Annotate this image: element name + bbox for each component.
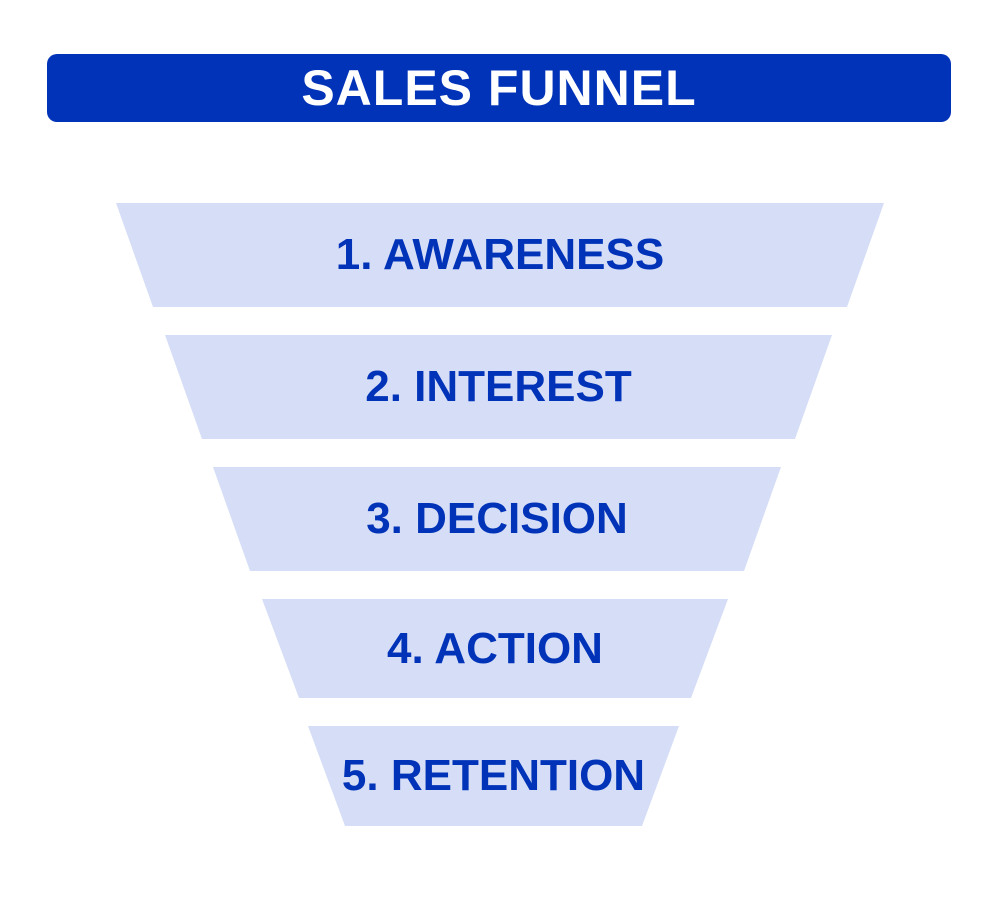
- funnel-stage-label: 3. DECISION: [366, 494, 628, 543]
- funnel-stage-label: 5. RETENTION: [341, 751, 646, 800]
- funnel-stage-label: 1. AWARENESS: [335, 230, 665, 279]
- funnel-stage-label: 2. INTEREST: [365, 362, 632, 411]
- funnel-stage-action: 4. ACTION: [262, 599, 728, 698]
- funnel-stage-interest: 2. INTEREST: [165, 335, 832, 439]
- diagram-title: SALES FUNNEL: [301, 60, 697, 116]
- funnel-stage-decision: 3. DECISION: [213, 467, 781, 571]
- funnel-stage-retention: 5. RETENTION: [308, 726, 679, 826]
- title-banner: SALES FUNNEL: [47, 54, 951, 122]
- funnel-stage-label: 4. ACTION: [387, 623, 603, 673]
- funnel-stage-awareness: 1. AWARENESS: [116, 203, 884, 307]
